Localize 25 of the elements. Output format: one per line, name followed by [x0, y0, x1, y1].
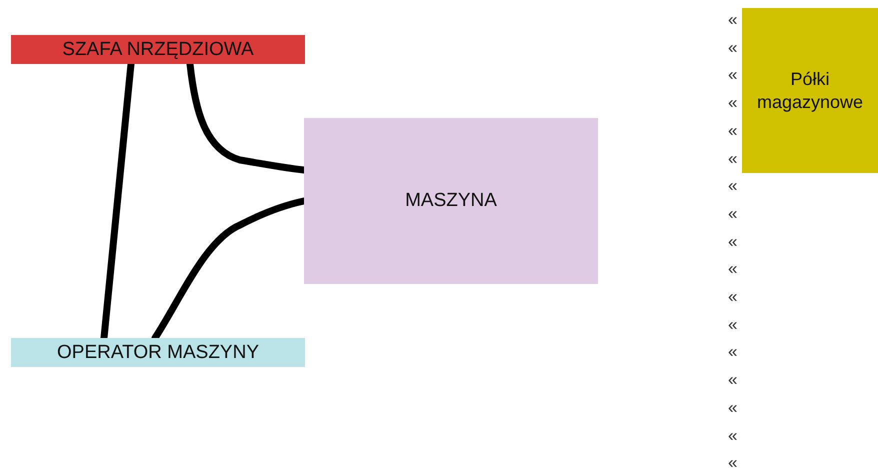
- cabinet-label: SZAFA NRZĘDZIOWA: [62, 38, 254, 62]
- machine-label: MASZYNA: [405, 189, 497, 213]
- guillemet-mark: «: [728, 370, 738, 390]
- machine-box: [304, 118, 598, 284]
- guillemet-mark: «: [728, 287, 738, 307]
- operator-bar: [11, 338, 305, 367]
- shelves-label: Półki magazynowe: [756, 68, 864, 113]
- tool-cabinet-bar: [11, 35, 305, 64]
- guillemet-mark: «: [728, 259, 738, 280]
- guillemet-mark: «: [728, 93, 738, 114]
- guillemet-mark: «: [728, 232, 738, 252]
- guillemet-mark: «: [728, 342, 738, 362]
- guillemet-mark: «: [728, 426, 738, 446]
- guillemet-mark: «: [728, 120, 738, 141]
- guillemet-mark: «: [728, 204, 738, 224]
- operator-label: OPERATOR MASZYNY: [57, 340, 259, 364]
- guillemet-mark: «: [728, 38, 738, 58]
- storage-shelves-box: [742, 8, 878, 173]
- guillemet-mark: «: [728, 10, 738, 30]
- guillemet-mark: «: [728, 453, 738, 470]
- guillemet-mark: «: [728, 176, 738, 196]
- guillemet-mark: «: [728, 65, 738, 86]
- guillemet-mark: «: [728, 398, 738, 418]
- guillemet-mark: «: [728, 148, 738, 168]
- guillemet-mark: «: [728, 314, 738, 335]
